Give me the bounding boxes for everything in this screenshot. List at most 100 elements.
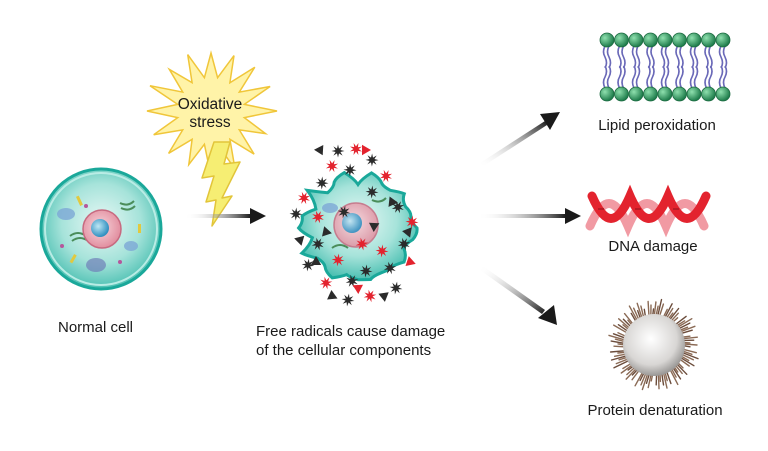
free-radical-triangle [378, 292, 389, 302]
lipid-tail [722, 65, 728, 89]
lipid-head [686, 32, 702, 48]
protein-aggregate-icon [608, 298, 699, 391]
oxidative-stress-label-line2: stress [189, 114, 231, 131]
oxidative-stress-label: Oxidative stress [178, 96, 243, 132]
lipid-tail [650, 45, 655, 69]
lipid-tail [650, 65, 655, 89]
free-radical-star [397, 237, 411, 251]
lipid-head [686, 86, 702, 102]
free-radical-star [350, 143, 362, 155]
lipid-tail [602, 45, 608, 69]
lipid-head [614, 86, 629, 102]
lipid-peroxidation-label: Lipid peroxidation [598, 117, 716, 134]
lipid-tail [693, 65, 699, 89]
free-radical-triangle [369, 222, 380, 232]
damaged-cell-icon [289, 143, 419, 307]
lipid-head [628, 86, 644, 102]
free-radical-star [319, 276, 333, 290]
lipid-head [643, 32, 658, 48]
lipid-head [628, 32, 644, 48]
lipid-tail [602, 65, 608, 89]
dna-damage-label: DNA damage [608, 238, 698, 255]
arrow-to-dna-damage [478, 208, 581, 224]
free-radical-star [389, 281, 403, 295]
free-radical-triangle [405, 256, 416, 266]
free-radical-star [363, 289, 377, 303]
lipid-tail [635, 65, 641, 89]
lipid-tail [606, 65, 612, 89]
free-radical-star [341, 293, 355, 307]
lipid-tail [708, 65, 713, 89]
lipid-tail [704, 65, 709, 89]
free-radical-star [383, 261, 397, 275]
lipid-tail [646, 65, 651, 89]
free-radical-triangle [362, 144, 371, 156]
lipid-head [599, 32, 615, 48]
lipid-tail [679, 45, 684, 69]
lipid-tail [660, 65, 666, 89]
free-radical-star [405, 215, 419, 229]
free-radical-triangle [310, 256, 322, 265]
lipid-tail [722, 45, 728, 69]
lipid-head [657, 86, 673, 102]
lipid-head [701, 32, 716, 48]
lipid-head [672, 32, 687, 48]
free-radical-star [325, 159, 339, 173]
lipid-tail [675, 45, 680, 69]
lipid-head [614, 32, 629, 48]
free-radical-star [331, 144, 345, 158]
free-radical-triangle [314, 145, 324, 156]
lipid-tail [708, 45, 713, 69]
free-radical-star [391, 200, 405, 214]
free-radical-star [311, 210, 325, 224]
lipid-tail [631, 65, 637, 89]
free-radical-triangle [322, 226, 332, 237]
free-radical-star [337, 205, 351, 219]
lipid-tail [617, 65, 622, 89]
arrow-to-protein-denaturation [480, 266, 557, 325]
free-radical-star [297, 191, 311, 205]
lipid-tail [675, 65, 680, 89]
free-radical-star [289, 207, 303, 221]
oxidative-stress-label-line1: Oxidative [177, 96, 243, 113]
lipid-tail [646, 45, 651, 69]
lipid-head [657, 32, 673, 48]
lipid-tail [689, 45, 695, 69]
free-radical-star [331, 253, 345, 267]
dna-helix-icon [585, 184, 711, 238]
lipid-tail [621, 65, 626, 89]
lipid-tail [621, 45, 626, 69]
free-radicals [289, 143, 419, 307]
normal-cell-label: Normal cell [58, 319, 134, 336]
lipid-head [672, 86, 687, 102]
free-radical-triangle [294, 235, 305, 246]
lipid-tail [606, 45, 612, 69]
arrow-to-damaged-cell [185, 208, 266, 224]
lipid-head [599, 86, 615, 102]
free-radical-star [365, 153, 379, 167]
lipid-tail [617, 45, 622, 69]
lipid-head [701, 86, 716, 102]
free-radical-star [343, 163, 357, 177]
lipid-bilayer-icon [599, 32, 731, 102]
free-radical-triangle [402, 227, 412, 238]
free-radical-triangle [327, 290, 338, 300]
lipid-tail [660, 45, 666, 69]
free-radical-star [355, 237, 369, 251]
lightning-bolt-icon [201, 141, 241, 227]
lipid-tail [689, 65, 695, 89]
free-radical-star [311, 237, 325, 251]
lipid-tail [664, 65, 670, 89]
free-radical-star [315, 176, 329, 190]
lipid-head [715, 32, 731, 48]
free-radical-star [345, 274, 359, 288]
free-radical-triangle [352, 284, 363, 294]
free-radical-star [365, 185, 379, 199]
damaged-cell-label-line2: of the cellular components [256, 342, 432, 359]
free-radical-star [301, 258, 315, 272]
protein-denaturation-label: Protein denaturation [587, 402, 723, 419]
lipid-tail [718, 65, 724, 89]
free-radical-star [359, 264, 373, 278]
